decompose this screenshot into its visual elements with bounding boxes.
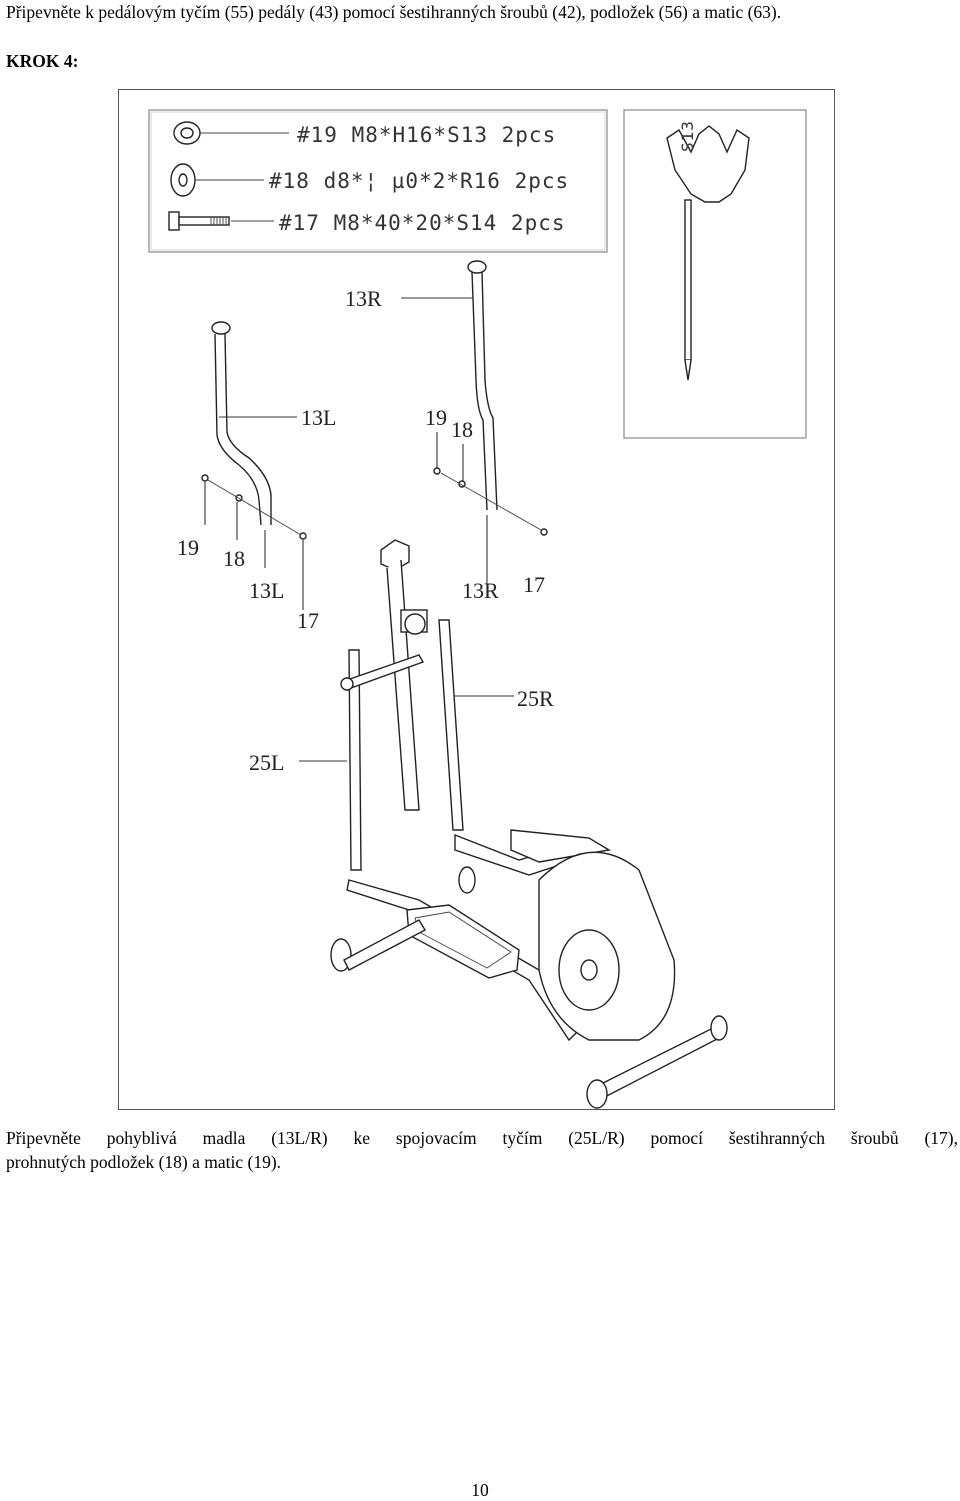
bolt-icon [168,211,274,231]
handlebar-13l [211,321,272,526]
hardware-item-18: #18 d8*¦ µ0*2*R16 2pcs [269,169,569,193]
handlebar-13r [467,260,498,511]
washer-icon [170,163,264,197]
wrench-box: S13 [623,109,807,439]
page-number: 10 [471,1480,489,1500]
label-upper-19: 19 [425,405,447,430]
wrench-icon: S13 [666,120,750,381]
label-left-18: 18 [223,546,245,571]
label-25l: 25L [249,750,284,775]
label-upper-13r: 13R [345,286,382,311]
label-25r: 25R [517,686,554,711]
elliptical-machine: 25R 25L [249,539,728,1109]
caption-line-1: Připevněte pohyblivá madla (13L/R) ke sp… [6,1128,958,1148]
label-left-13l: 13L [249,578,284,603]
label-upper-13l: 13L [301,405,336,430]
assembly-figure: #19 M8*H16*S13 2pcs #18 d8*¦ µ0*2*R16 2p… [118,89,835,1110]
caption-line-2: prohnutých podložek (18) a matic (19). [6,1152,282,1172]
step-heading: KROK 4: [6,51,79,71]
label-upper-18: 18 [451,417,473,442]
label-right-17: 17 [523,572,545,597]
hardware-box: #19 M8*H16*S13 2pcs #18 d8*¦ µ0*2*R16 2p… [148,109,608,253]
label-left-17: 17 [297,608,319,633]
intro-text: Připevněte k pedálovým tyčím (55) pedály… [6,2,782,22]
hardware-item-19: #19 M8*H16*S13 2pcs [297,123,556,147]
hardware-item-17: #17 M8*40*20*S14 2pcs [279,211,566,235]
nut-icon [173,121,289,145]
label-right-13r: 13R [462,578,499,603]
wrench-size-label: S13 [678,120,697,152]
label-left-19: 19 [177,535,199,560]
